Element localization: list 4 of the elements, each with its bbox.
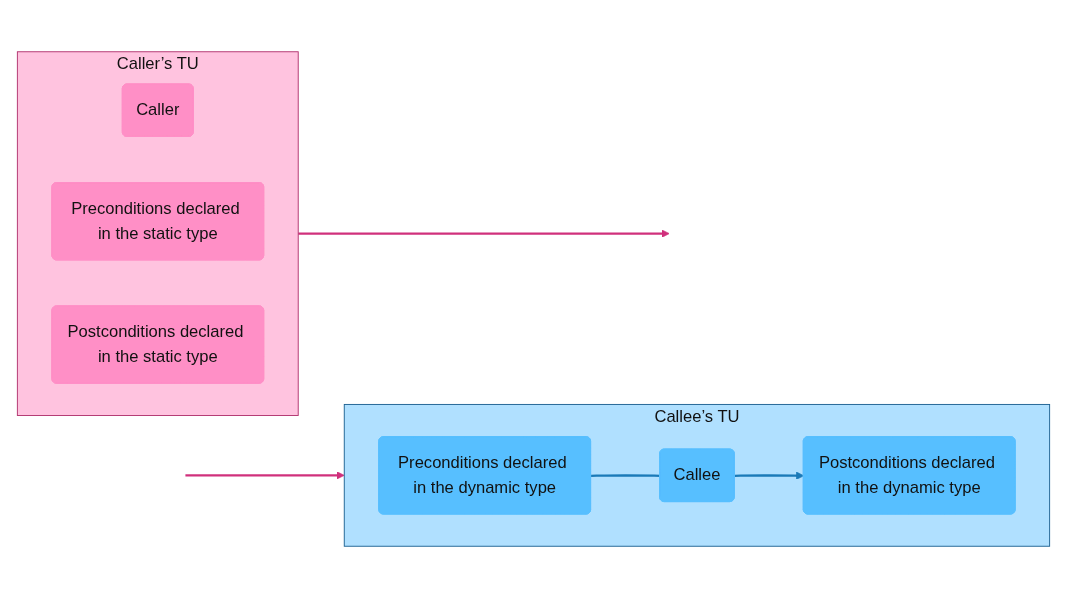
arrow xyxy=(734,471,805,480)
arrow xyxy=(185,471,345,480)
connector xyxy=(591,474,661,477)
arrow xyxy=(298,229,670,238)
